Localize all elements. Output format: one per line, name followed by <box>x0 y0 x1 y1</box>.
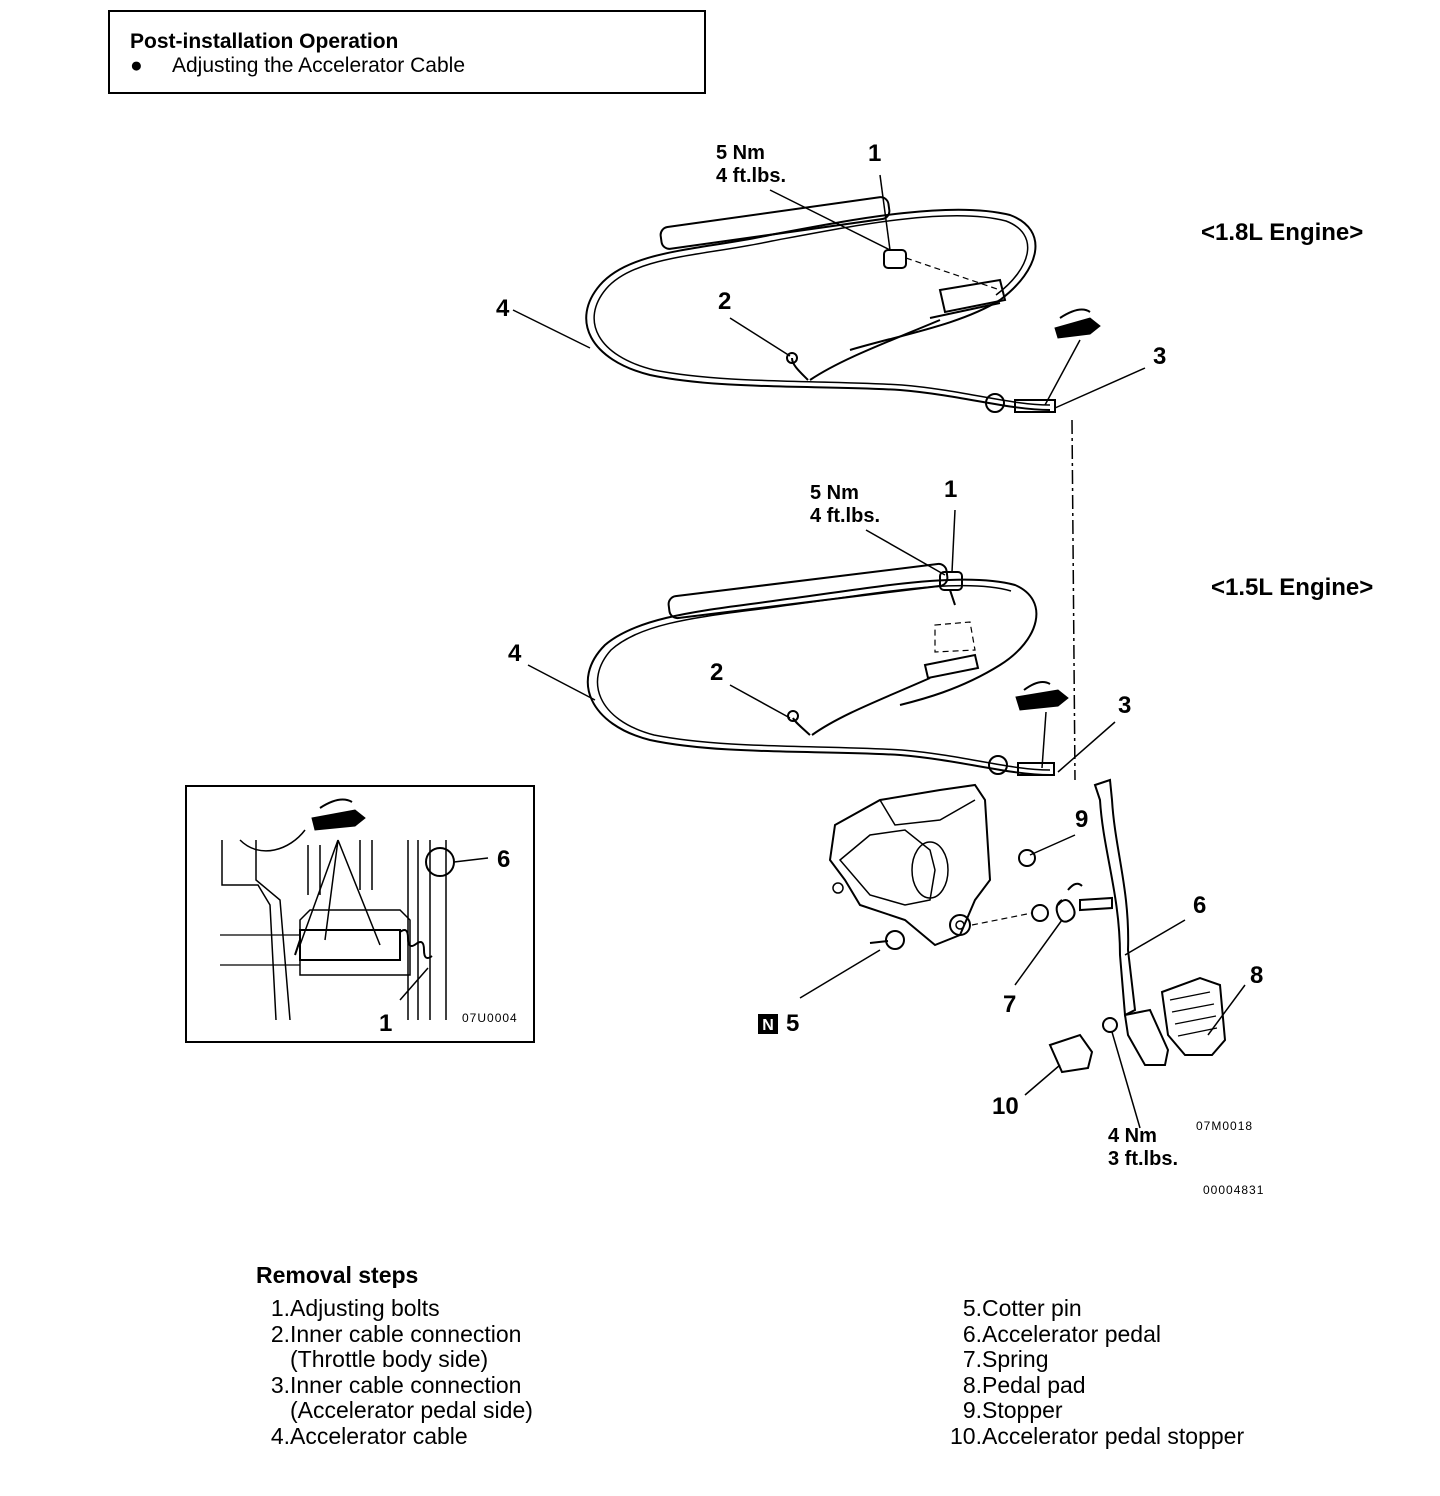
callout-6: 6 <box>1193 892 1206 919</box>
alignment-line <box>1071 419 1076 781</box>
variant-label-lower: <1.5L Engine> <box>1211 574 1373 601</box>
removal-steps-title: Removal steps <box>256 1262 419 1288</box>
list-item: 10.Accelerator pedal stopper <box>950 1422 1245 1449</box>
n-badge-letter: N <box>762 1017 774 1034</box>
detail-inset <box>185 785 535 1043</box>
list-item: 1.Adjusting bolts <box>270 1295 440 1321</box>
callout-2-upper: 2 <box>718 288 731 315</box>
list-item: 7.Spring <box>962 1346 1049 1372</box>
list-item-sub: (Throttle body side) <box>290 1346 489 1372</box>
callout-5: 5 <box>786 1010 799 1037</box>
callout-8: 8 <box>1250 962 1263 989</box>
removal-steps-left: 1.Adjusting bolts 2.Inner cable connecti… <box>256 1295 533 1449</box>
callout-1-upper: 1 <box>868 140 881 167</box>
upper-cable-assembly <box>512 174 1146 413</box>
note-item: ● Adjusting the Accelerator Cable <box>130 54 465 78</box>
removal-steps: Removal steps 1.Adjusting bolts 2.Inner … <box>256 1262 1396 1448</box>
n-badge-icon <box>758 1014 778 1034</box>
list-item: 8.Pedal pad <box>962 1371 1086 1398</box>
torque-upper-nm: 5 Nm <box>716 142 765 164</box>
torque-upper-ftlbs: 4 ft.lbs. <box>716 165 786 187</box>
variant-label-upper: <1.8L Engine> <box>1201 219 1363 246</box>
list-item-sub: (Accelerator pedal side) <box>290 1397 533 1423</box>
note-title: Post-installation Operation <box>130 30 399 53</box>
inset-figure-code: 07U0004 <box>462 1011 518 1025</box>
callout-1-lower: 1 <box>944 476 957 503</box>
callout-9: 9 <box>1075 806 1088 833</box>
callout-7: 7 <box>1003 991 1016 1018</box>
note-item-text: Adjusting the Accelerator Cable <box>172 54 466 77</box>
torque-stopper-nm: 4 Nm <box>1108 1125 1157 1147</box>
bullet-icon: ● <box>130 54 143 77</box>
list-item: 2.Inner cable connection <box>270 1320 522 1347</box>
callout-10: 10 <box>992 1093 1019 1120</box>
list-item: 5.Cotter pin <box>962 1295 1082 1321</box>
list-item: 3.Inner cable connection <box>270 1371 522 1398</box>
callout-2-lower: 2 <box>710 659 723 686</box>
list-item: 9.Stopper <box>962 1397 1063 1423</box>
pedal-assembly <box>799 778 1246 1129</box>
callout-4-upper: 4 <box>496 295 510 322</box>
figure-number: 00004831 <box>1203 1183 1264 1197</box>
lower-cable-assembly <box>527 509 1116 776</box>
torque-lower-nm: 5 Nm <box>810 482 859 504</box>
torque-stopper-ftlbs: 3 ft.lbs. <box>1108 1148 1178 1170</box>
list-item: 6.Accelerator pedal <box>962 1320 1161 1347</box>
callout-3-upper: 3 <box>1153 343 1166 370</box>
list-item: 4.Accelerator cable <box>270 1422 468 1449</box>
callout-4-lower: 4 <box>508 640 522 667</box>
inset-callout-6: 6 <box>497 846 510 873</box>
post-installation-note: Post-installation Operation ● Adjusting t… <box>108 10 706 94</box>
callout-3-lower: 3 <box>1118 692 1131 719</box>
removal-steps-right: 5.Cotter pin 6.Accelerator pedal 7.Sprin… <box>948 1295 1245 1449</box>
torque-lower-ftlbs: 4 ft.lbs. <box>810 505 880 527</box>
inset-callout-1: 1 <box>379 1010 392 1037</box>
pedal-figure-code: 07M0018 <box>1196 1119 1253 1133</box>
